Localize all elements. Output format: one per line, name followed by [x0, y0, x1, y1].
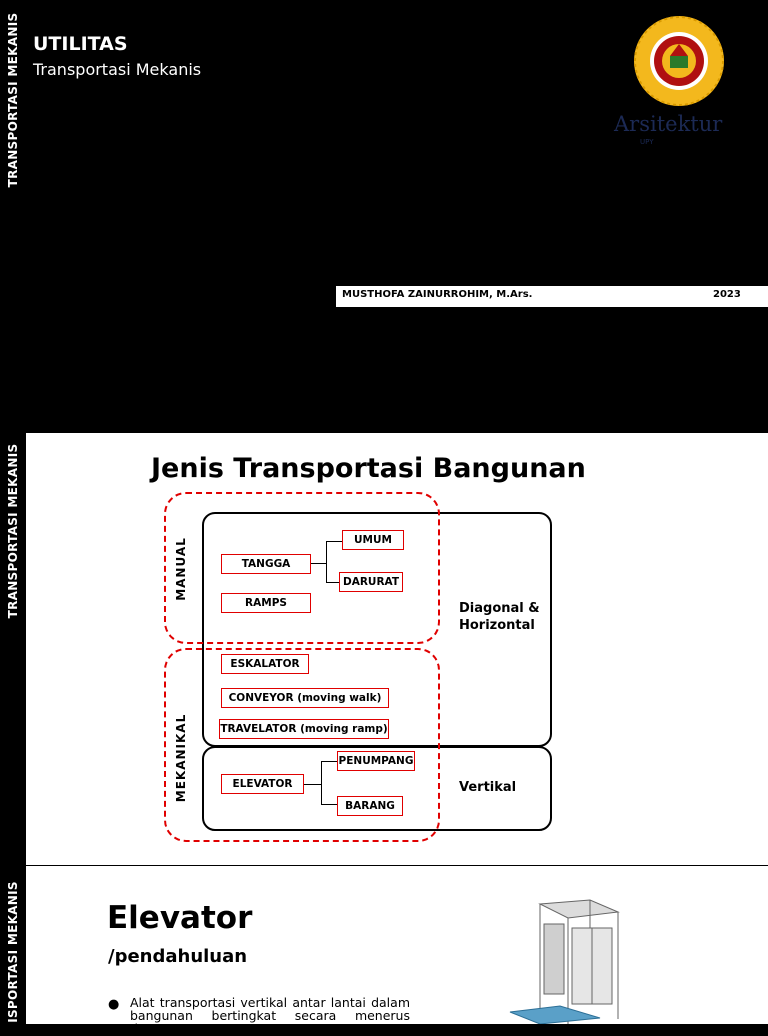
bullet-text: Alat transportasi vertikal antar lantai …: [130, 995, 410, 1036]
title-slide: TRANSPORTASI MEKANIS UTILITAS Transporta…: [0, 0, 768, 432]
manual-group: [164, 492, 440, 644]
bullet-icon: ●: [108, 997, 120, 1012]
item-darurat: DARURAT: [339, 572, 403, 592]
slide-subtitle: Transportasi Mekanis: [33, 60, 202, 79]
side-bar: ISPORTASI MEKANIS: [0, 866, 26, 1024]
side-label: ISPORTASI MEKANIS: [6, 881, 20, 1023]
connector: [321, 761, 337, 762]
mekanikal-group: [164, 648, 440, 842]
item-eskalator: ESKALATOR: [221, 654, 309, 674]
slide-title: UTILITAS: [33, 33, 128, 55]
item-travelator: TRAVELATOR (moving ramp): [219, 719, 389, 739]
author-bar: [336, 286, 768, 307]
department-name: Arsitektur: [614, 112, 723, 136]
connector: [304, 784, 322, 785]
side-label: TRANSPORTASI MEKANIS: [6, 443, 20, 619]
connector: [326, 541, 327, 583]
author-year: 2023: [713, 289, 741, 300]
university-logo-icon: [634, 16, 724, 106]
author-name: MUSTHOFA ZAINURROHIM, M.Ars.: [342, 289, 533, 300]
diagram-slide: TRANSPORTASI MEKANIS Jenis Transportasi …: [0, 433, 768, 865]
item-umum: UMUM: [342, 530, 404, 550]
manual-label: MANUAL: [174, 537, 188, 601]
item-tangga: TANGGA: [221, 554, 311, 574]
vertikal-group: [202, 746, 552, 831]
connector: [321, 804, 337, 805]
elevator-illustration-icon: [509, 899, 620, 1024]
item-barang: BARANG: [337, 796, 403, 816]
connector: [326, 541, 342, 542]
side-bar: TRANSPORTASI MEKANIS: [0, 433, 26, 865]
connector: [311, 563, 327, 564]
category-vertikal: Vertikal: [459, 780, 517, 795]
connector: [321, 761, 322, 805]
item-penumpang: PENUMPANG: [337, 751, 415, 771]
slide-title: Jenis Transportasi Bangunan: [151, 453, 586, 484]
slide-title: Elevator: [107, 900, 253, 936]
mekanikal-label: MEKANIKAL: [174, 713, 188, 803]
department-sub: UPY: [640, 138, 654, 146]
item-conveyor: CONVEYOR (moving walk): [221, 688, 389, 708]
connector: [326, 582, 340, 583]
category-diagonal-horizontal: Diagonal & Horizontal: [459, 601, 540, 633]
elevator-slide: ISPORTASI MEKANIS Elevator /pendahuluan …: [0, 866, 768, 1035]
item-elevator: ELEVATOR: [221, 774, 304, 794]
slide-subtitle: /pendahuluan: [108, 946, 248, 967]
item-ramps: RAMPS: [221, 593, 311, 613]
side-label: TRANSPORTASI MEKANIS: [6, 12, 20, 188]
side-bar: TRANSPORTASI MEKANIS: [0, 0, 26, 432]
